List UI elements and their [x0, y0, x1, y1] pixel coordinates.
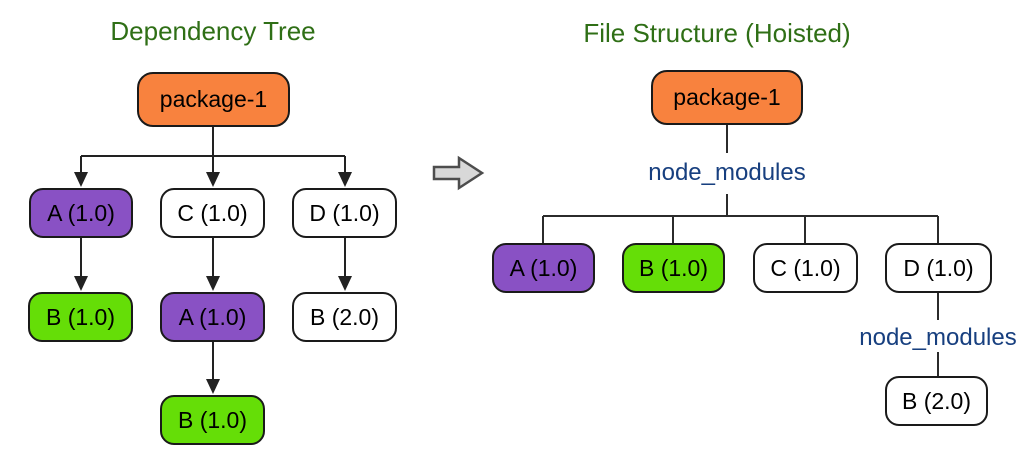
arrowhead-d	[338, 172, 352, 187]
arrowhead-b1	[74, 276, 88, 291]
arrowhead-a2	[206, 276, 220, 291]
arrowhead-a	[74, 172, 88, 187]
left-node-b-1-0: B (1.0)	[28, 292, 133, 342]
left-tree-title: Dependency Tree	[110, 16, 316, 46]
node-modules-label-nested: node_modules	[859, 324, 1017, 351]
right-node-b-1-0: B (1.0)	[622, 243, 725, 293]
left-node-package-1: package-1	[137, 72, 290, 127]
left-node-c-1-0: C (1.0)	[160, 188, 265, 238]
right-node-a-1-0: A (1.0)	[492, 243, 595, 293]
right-node-package-1: package-1	[651, 70, 803, 125]
transform-right-arrow	[432, 155, 485, 191]
left-node-b-2-0: B (2.0)	[292, 292, 397, 342]
left-node-a-1-0: A (1.0)	[29, 188, 133, 238]
left-node-d-1-0: D (1.0)	[292, 188, 397, 238]
right-node-d-1-0: D (1.0)	[885, 243, 992, 293]
arrowhead-b3	[206, 379, 220, 394]
left-node-a-1-0-nested: A (1.0)	[160, 292, 265, 342]
left-node-b-1-0-deep: B (1.0)	[160, 395, 265, 445]
right-node-c-1-0: C (1.0)	[753, 243, 858, 293]
right-tree-title: File Structure (Hoisted)	[583, 18, 851, 48]
arrowhead-b2	[338, 276, 352, 291]
arrowhead-c	[206, 172, 220, 187]
node-modules-label-top: node_modules	[648, 159, 806, 186]
right-node-b-2-0: B (2.0)	[885, 376, 988, 426]
